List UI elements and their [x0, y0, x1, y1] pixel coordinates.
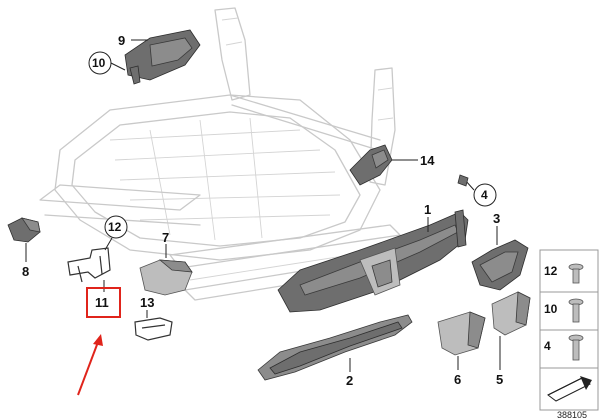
document-number: 388105 — [557, 410, 587, 420]
callout-5: 5 — [496, 372, 503, 387]
legend-item-4: 4 — [544, 339, 551, 353]
fastener-legend: 12 10 4 — [539, 249, 599, 411]
screw-4-icon — [568, 334, 584, 361]
corner-arrow-icon — [547, 376, 592, 402]
callout-10: 10 — [92, 56, 106, 70]
screw-12-icon — [568, 263, 584, 284]
legend-item-12: 12 — [544, 264, 558, 278]
screw-10-icon — [568, 298, 584, 323]
part-3-end-cap — [471, 239, 529, 291]
part-8-knob — [7, 217, 41, 243]
callout-3: 3 — [493, 211, 500, 226]
callout-7: 7 — [162, 230, 169, 245]
part-7-handle — [139, 259, 193, 296]
part-4-screw — [457, 174, 469, 187]
callout-2: 2 — [346, 373, 353, 388]
callout-1: 1 — [424, 202, 431, 217]
part-10-screw — [129, 65, 141, 85]
part-5-cover — [491, 291, 531, 336]
callout-13: 13 — [140, 295, 154, 310]
part-13-clip — [134, 317, 173, 341]
part-11-bracket — [67, 247, 111, 283]
callout-14: 14 — [420, 153, 435, 168]
highlight-box-11 — [86, 287, 121, 318]
part-2-lower-trim — [257, 314, 413, 381]
callout-4-circle — [473, 183, 497, 207]
legend-item-10: 10 — [544, 302, 558, 316]
part-1-side-trim — [277, 209, 469, 313]
callout-11: 11 — [95, 295, 109, 310]
callout-8: 8 — [22, 264, 29, 279]
callout-4: 4 — [481, 188, 488, 202]
callout-12: 12 — [108, 220, 122, 234]
callout-9: 9 — [118, 33, 125, 48]
red-arrow-icon — [77, 334, 103, 396]
callout-6: 6 — [454, 372, 461, 387]
part-9-hinge-cover — [124, 29, 201, 81]
callout-12-circle — [104, 215, 128, 239]
part-6-cover — [437, 311, 486, 356]
